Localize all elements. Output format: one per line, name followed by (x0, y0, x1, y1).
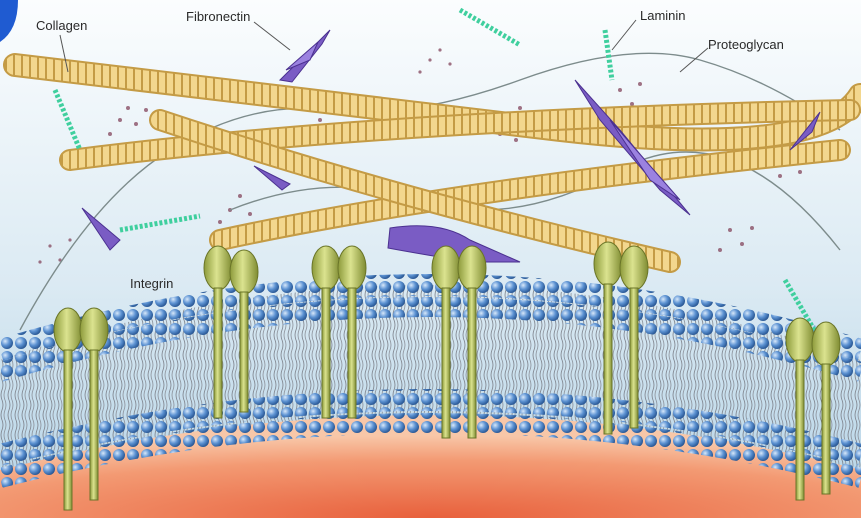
proteoglycan-label: Proteoglycan (708, 37, 784, 52)
laminin-label: Laminin (640, 8, 686, 23)
integrin-label: Integrin (130, 276, 173, 291)
fibronectin-label: Fibronectin (186, 9, 250, 24)
collagen-label: Collagen (36, 18, 87, 33)
